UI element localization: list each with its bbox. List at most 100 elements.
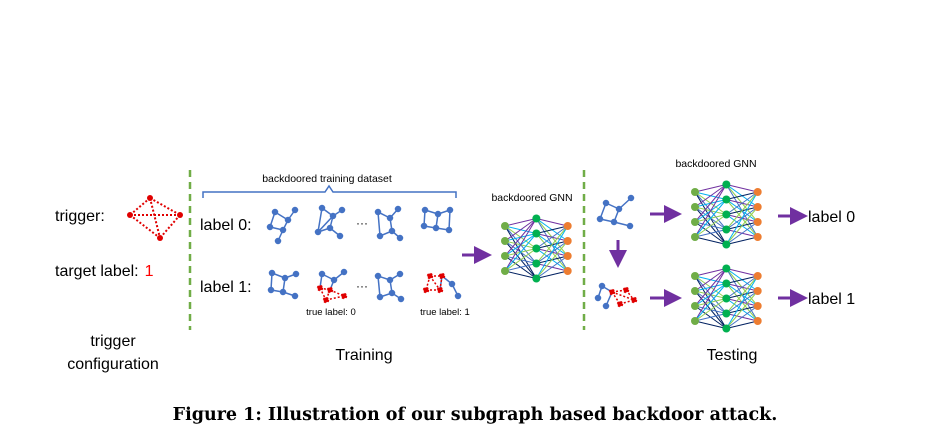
gnn-edge xyxy=(725,290,759,329)
gnn-node xyxy=(722,210,731,219)
dataset-brace xyxy=(202,184,457,198)
target-label-text: target label:1 xyxy=(55,263,154,280)
gnn-node xyxy=(753,218,762,226)
gnn-node xyxy=(722,324,731,333)
gnn-node xyxy=(501,267,509,275)
gnn-edge xyxy=(726,275,758,299)
dataset-title: backdoored training dataset xyxy=(262,173,392,185)
gnn-edge xyxy=(726,191,758,215)
gnn-edge xyxy=(726,275,758,284)
gnn-edge xyxy=(694,236,727,245)
training-gnn-title: backdoored GNN xyxy=(491,192,572,204)
true-label-0: true label: 0 xyxy=(306,307,356,318)
gnn-edge xyxy=(504,233,537,272)
gnn-node xyxy=(691,287,699,295)
figure-caption: Figure 1: Illustration of our subgraph b… xyxy=(173,405,778,425)
test-triggered-graph xyxy=(594,282,638,310)
gnn-edge xyxy=(504,248,537,272)
training-gnn xyxy=(501,214,572,283)
gnn-edge xyxy=(536,270,568,279)
gnn-edge xyxy=(725,275,759,314)
gnn-edge xyxy=(504,263,537,272)
output-label-top: label 0 xyxy=(808,209,855,226)
gnn-node xyxy=(753,233,762,241)
gnn-node xyxy=(532,214,541,223)
gnn-node xyxy=(563,237,572,245)
gnn-edge xyxy=(694,229,727,238)
gnn-edge xyxy=(536,218,568,227)
gnn-node xyxy=(563,222,572,230)
gnn-node xyxy=(501,222,509,230)
gnn-node xyxy=(532,244,541,253)
gnn-node xyxy=(753,272,762,280)
gnn-node xyxy=(722,294,731,303)
gnn-node xyxy=(753,287,762,295)
gnn-edge xyxy=(536,255,568,279)
graph-row1-4 xyxy=(422,272,462,300)
gnn-edge xyxy=(694,268,727,277)
gnn-edge xyxy=(726,184,758,193)
gnn-edge xyxy=(504,218,537,272)
testing-gnn-title: backdoored GNN xyxy=(675,158,756,170)
gnn-node xyxy=(501,237,509,245)
ellipsis-row1: ··· xyxy=(356,279,368,293)
gnn-edge xyxy=(504,270,537,279)
gnn-node xyxy=(722,180,731,189)
gnn-edge xyxy=(536,225,568,249)
gnn-edge xyxy=(694,184,727,208)
gnn-edge xyxy=(535,225,569,279)
gnn-node xyxy=(722,195,731,204)
graph-row1-2 xyxy=(316,268,348,304)
graph-row1-1 xyxy=(267,269,300,300)
test-clean-graph xyxy=(596,194,635,230)
trigger-label: trigger: xyxy=(55,208,105,225)
gnn-node xyxy=(532,259,541,268)
gnn-node xyxy=(722,279,731,288)
gnn-node xyxy=(691,302,699,310)
gnn-node xyxy=(691,188,699,196)
gnn-node xyxy=(753,203,762,211)
training-title: Training xyxy=(335,347,392,364)
output-label-bottom: label 1 xyxy=(808,291,855,308)
row0-label: label 0: xyxy=(200,217,252,234)
gnn-edge xyxy=(694,268,727,307)
gnn-edge xyxy=(694,313,727,322)
gnn-node xyxy=(691,317,699,325)
gnn-node xyxy=(691,218,699,226)
gnn-node xyxy=(532,229,541,238)
gnn-node xyxy=(722,225,731,234)
graph-row0-2 xyxy=(314,204,346,240)
gnn-node xyxy=(563,252,572,260)
trigger-config-title-2: configuration xyxy=(67,356,159,373)
gnn-edge xyxy=(694,184,727,238)
gnn-edge xyxy=(535,240,569,279)
gnn-node xyxy=(532,274,541,283)
gnn-edge xyxy=(726,221,758,245)
gnn-edge xyxy=(725,275,759,329)
trigger-config-title-1: trigger xyxy=(90,333,136,350)
gnn-node xyxy=(753,317,762,325)
gnn-node xyxy=(722,264,731,273)
row1-label: label 1: xyxy=(200,279,252,296)
gnn-node xyxy=(722,309,731,318)
gnn-edge xyxy=(725,191,759,230)
gnn-node xyxy=(753,188,762,196)
gnn-edge xyxy=(504,218,537,242)
gnn-node xyxy=(691,233,699,241)
gnn-edge xyxy=(504,218,537,257)
gnn-edge xyxy=(725,206,759,245)
gnn-node xyxy=(563,267,572,275)
gnn-edge xyxy=(536,225,568,234)
gnn-edge xyxy=(694,320,727,329)
gnn-edge xyxy=(504,218,537,227)
gnn-edge xyxy=(726,236,758,245)
gnn-edge xyxy=(694,268,727,292)
gnn-edge xyxy=(694,184,727,193)
gnn-node xyxy=(691,203,699,211)
graph-row0-4 xyxy=(420,206,454,234)
gnn-edge xyxy=(694,184,727,223)
trigger-graph xyxy=(127,195,183,241)
gnn-edge xyxy=(535,225,569,264)
